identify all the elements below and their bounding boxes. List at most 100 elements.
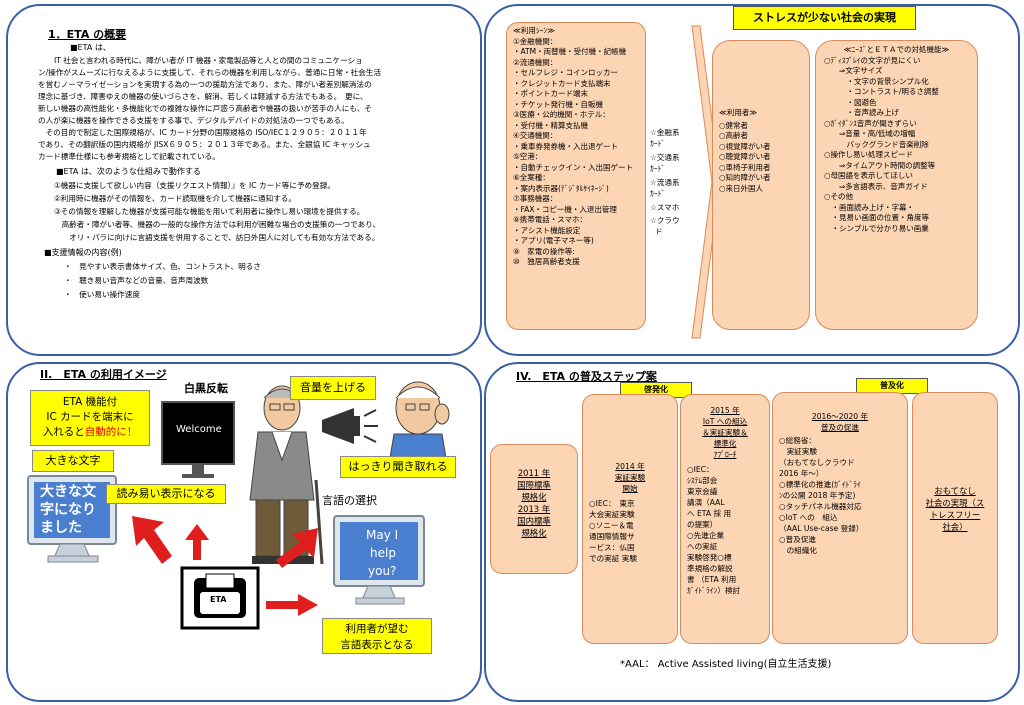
step-2011-box: 2011 年 国際標準 規格化 2013 年 国内標準 規格化 — [490, 444, 578, 574]
need-item: ・音声読み上げ — [824, 108, 899, 117]
may-i-line: May I — [366, 528, 399, 542]
need-item: ・見易い画面の位置・角度等 — [824, 213, 929, 222]
step-2016-box: 2016～2020 年 普及の促進 ○総務省： 実証実験 （おもてなしクラウド … — [772, 392, 908, 644]
arrow-up-right-icon — [276, 528, 318, 568]
step-line: トレスフリー — [929, 510, 981, 520]
user-item: ○知的障がい者 — [719, 173, 771, 182]
step-line: へ ETA 採 用 — [687, 509, 732, 518]
step-line: 書 （ETA 利用 — [687, 575, 737, 584]
support-item: ・ 使い易い操作速度 — [64, 290, 140, 299]
usage-title: II. ETA の利用イメージ — [40, 368, 167, 381]
scene-item: ・ポイントカード端末 — [513, 89, 588, 98]
may-i-line: help — [370, 546, 396, 560]
overview-line: 新しい機器の高性能化・多機能化での複雑な操作に戸惑う高齢者や機器の扱いが苦手の人… — [38, 104, 372, 113]
need-item: ・画面読み上げ・字幕・ — [824, 202, 914, 212]
scene-item: ⑥全案種： — [513, 173, 550, 182]
step-line: ｼｽﾃﾑ部会 — [687, 476, 718, 485]
step-head: 標準化 — [713, 439, 737, 448]
scenes-box: ≪利用ｼｰﾝ≫ ①金融機関： ・ATM・両替機・受付機・記帳機 ②流通機関： ・… — [506, 22, 646, 330]
support-item: ・ 見やすい表示書体サイズ、色、コントラスト、明るさ — [64, 262, 261, 271]
scene-item: ・FAX・コピー機・入退出管理 — [513, 204, 617, 214]
card-reader-icon — [180, 566, 260, 630]
step-head: ｱﾌﾟﾛｰﾁ — [713, 450, 737, 459]
users-title: ≪利用者≫ — [719, 108, 758, 117]
card-callout-line: ETA 機能付 — [62, 396, 118, 408]
scene-item: ・受付機・精算支払機 — [513, 120, 588, 130]
need-item: ・シンプルで分かり易い画業 — [824, 223, 929, 233]
step-line: 規格化 — [521, 492, 547, 502]
step-2015-box: 2015 年 IoT への組込 ＆実証実験＆ 標準化 ｱﾌﾟﾛｰﾁ ○IEC： … — [680, 394, 770, 644]
welcome-text: Welcome — [176, 424, 222, 435]
overview-panel: 1．ETA の概要 ■ETA は、 IT 社会と言われる時代に、障がい者が IT… — [6, 4, 482, 356]
overview-step: 高齢者・障がい者等、機器の一般的な操作方法では利用が困難な場合の支援策の一つであ… — [54, 220, 381, 229]
card-type: ｶｰﾄﾞ — [650, 139, 666, 148]
step-head: 普及の促進 — [821, 423, 859, 432]
elderly-man-icon — [249, 385, 324, 565]
user-item: ○聴覚障がい者 — [719, 152, 771, 161]
step-line: での実証 実験 — [589, 554, 637, 563]
monitor-text: 字になり — [40, 502, 96, 518]
society-banner: ストレスが少ない社会の実現 — [733, 6, 916, 30]
step-head: ＆実証実験＆ — [702, 428, 748, 437]
step-head: IoT への組込 — [702, 417, 748, 426]
step-head: 2015 年 — [710, 406, 740, 415]
need-item: ・図避色 — [824, 97, 877, 107]
auto-text: 自動的に！ — [84, 426, 138, 438]
eta-logo-text: ETA — [210, 595, 227, 604]
card-type: ☆流通系 — [650, 178, 680, 187]
desired-language-label: 利用者が望む 言語表示となる — [322, 618, 432, 654]
step-line: （AAL Use-case 登録） — [779, 524, 864, 533]
big-text-label: 大きな文字 — [32, 450, 114, 472]
card-callout-line: 入れると自動的に！ — [42, 426, 138, 438]
overview-head2: ■ETA は、次のような仕組みで動作する — [56, 167, 201, 176]
overview-line: IT 社会と言われる時代に、障がい者が IT 機器・家電製品等と人との間のコミュ… — [54, 56, 363, 65]
overview-step: ②利用時に機器がその情報を、カード読取機を介して機器に通知する。 — [54, 194, 296, 203]
step-line: おもてなし — [934, 486, 976, 496]
overview-line: であり、その翻訳版の国内規格が JISX６９０５：２０１３年である。また、全銀協… — [38, 140, 371, 149]
arrow-up-icon — [185, 524, 209, 560]
card-type: ☆クラウ — [650, 216, 680, 225]
card-callout-line: IC カードを端末に — [46, 411, 134, 423]
scene-item: ④交通機関： — [513, 131, 558, 140]
step-head: 実証実験 — [614, 473, 646, 482]
scene-item: ・案内表示器(ﾃﾞｼﾞﾀﾙｻｲﾈｰｼﾞ) — [513, 183, 609, 193]
step-line: の組織化 — [779, 546, 817, 555]
need-item: ⇒音量・高/低域の増幅 — [824, 129, 916, 138]
arrow-up-left-icon — [132, 516, 172, 564]
need-item: ○母国語を表示してほしい — [824, 171, 913, 180]
step-line: 東京会議 — [687, 487, 718, 496]
step-line: ○IoT への 組込 — [779, 513, 838, 522]
step-line: 国際標準 — [517, 480, 551, 490]
step-line: 実証実験 — [779, 447, 817, 456]
step-head: 2014 年 — [615, 462, 645, 471]
scene-item: ・アプリ(電子マネー等) — [513, 236, 594, 245]
scenes-title: ≪利用ｼｰﾝ≫ — [513, 26, 555, 35]
card-type: ☆交通系 — [650, 153, 680, 162]
card-type: ☆金融系 — [650, 128, 680, 137]
monitor-text: ました — [40, 520, 82, 536]
need-item: ⇒タイムアウト時間の調整等 — [824, 160, 936, 170]
step-line: ｶﾞｲﾄﾞﾗｲﾝ）検討 — [687, 586, 741, 595]
aal-note: *AAL： Active Assisted living(自立生活支援) — [620, 659, 832, 670]
overview-line: その目的で制定した国際規格が、IC カード分野の国際規格の ISO/IEC１２９… — [38, 128, 367, 137]
need-item: ・文字の背景シンプル化 — [824, 76, 929, 86]
overview-head3: ■支援情報の内容(例) — [44, 248, 122, 257]
overview-line: ン/操作がスムーズに行なえるように支援して、それらの機器を利用しながら、普通に日… — [38, 68, 382, 77]
lang-select-label: 言語の選択 — [322, 494, 377, 507]
step-line: ○標準化の推進(ｶﾞｲﾄﾞﾗｲ — [779, 480, 861, 489]
overview-line: カード標準仕様にも参考規格として記載されている。 — [38, 152, 220, 161]
step-line: 実験啓発○標 — [687, 553, 732, 562]
overview-title: 1．ETA の概要 — [48, 28, 127, 41]
overview-step: ①機器に支援して欲しい内容（支援リクエスト情報）』を IC カード等に予め登録。 — [54, 181, 335, 190]
step-head: 2016～2020 年 — [811, 412, 869, 421]
card-type: ☆スマホ — [650, 203, 680, 212]
volume-label: 音量を上げる — [290, 376, 376, 400]
scene-item: ・自動チェックイン・入出国ゲート — [513, 162, 633, 172]
need-item: ○ﾃﾞｨｽﾌﾟﾚｲの文字が見にくい — [824, 55, 921, 65]
language-monitor-icon — [333, 515, 425, 605]
step-line: ○先進企業 — [687, 531, 725, 540]
scene-item: ③医療・公的機関・ホテル： — [513, 110, 610, 119]
need-item: ⇒文字サイズ — [824, 66, 883, 75]
overview-step: ③その情報を理解した機器が支援可能な機能を用いて利用者に操作し易い環境を提供する… — [54, 207, 365, 216]
megaphone-icon — [322, 408, 378, 444]
